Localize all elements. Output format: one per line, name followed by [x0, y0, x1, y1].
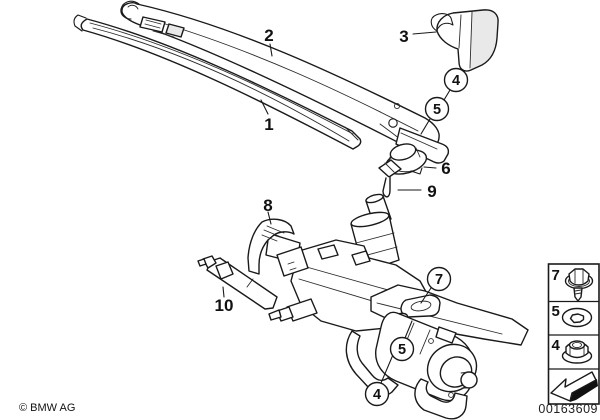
callout-5-top-label[interactable]: 5: [433, 102, 441, 118]
callout-2-label[interactable]: 2: [264, 26, 273, 45]
callout-9-pin[interactable]: 9: [427, 182, 436, 201]
legend-box: 7 5 4: [547, 263, 600, 405]
callout-4-bottom-label[interactable]: 4: [373, 387, 381, 403]
cover-cap: [430, 9, 499, 72]
callout-6-label[interactable]: 6: [441, 159, 450, 178]
bolt-icon: [564, 268, 594, 302]
direction-arrow-icon: [550, 371, 598, 402]
callout-6-spacer[interactable]: 6: [441, 159, 450, 178]
washer-icon: [561, 307, 593, 328]
callout-4-top-label[interactable]: 4: [452, 73, 460, 89]
legend-row-nut: 4: [552, 337, 593, 364]
legend-washer-number: 5: [552, 303, 560, 320]
legend-nut-number: 4: [552, 337, 561, 354]
callout-5-top-circled[interactable]: 5: [424, 96, 450, 122]
callout-7-circled[interactable]: 7: [426, 266, 452, 292]
legend-row-washer: 5: [552, 303, 593, 328]
drawing-number: 00163609: [538, 402, 598, 416]
callout-9-label[interactable]: 9: [427, 182, 436, 201]
callout-8-label[interactable]: 8: [263, 196, 272, 215]
legend-row-bolt: 7: [552, 267, 594, 302]
callout-4-top-circled[interactable]: 4: [443, 67, 469, 93]
pivot-pin: [378, 159, 402, 198]
wiper-motor-assembly: [268, 193, 529, 420]
callout-3-cover-cap[interactable]: 3: [399, 27, 408, 46]
callout-1-label[interactable]: 1: [264, 115, 273, 134]
callout-5-bottom-label[interactable]: 5: [398, 342, 406, 358]
linkage-rod: [197, 255, 278, 310]
legend-row-arrow: [550, 371, 598, 402]
callout-5-bottom-circled[interactable]: 5: [389, 336, 415, 362]
callout-8-bracket[interactable]: 8: [263, 196, 272, 215]
callout-10-label[interactable]: 10: [215, 296, 234, 315]
callout-7-label[interactable]: 7: [435, 272, 443, 288]
copyright-notice: © BMW AG: [19, 402, 75, 414]
callout-4-bottom-circled[interactable]: 4: [364, 381, 390, 407]
flange-nut-icon: [561, 340, 593, 364]
callout-2-wiper-arm[interactable]: 2: [264, 26, 273, 45]
wiper-arm: [120, 0, 450, 164]
callout-1-wiper-blade[interactable]: 1: [264, 115, 273, 134]
callout-10-rod[interactable]: 10: [215, 296, 234, 315]
callout-3-label[interactable]: 3: [399, 27, 408, 46]
legend-bolt-number: 7: [552, 267, 560, 284]
wiper-blade: [73, 14, 362, 150]
